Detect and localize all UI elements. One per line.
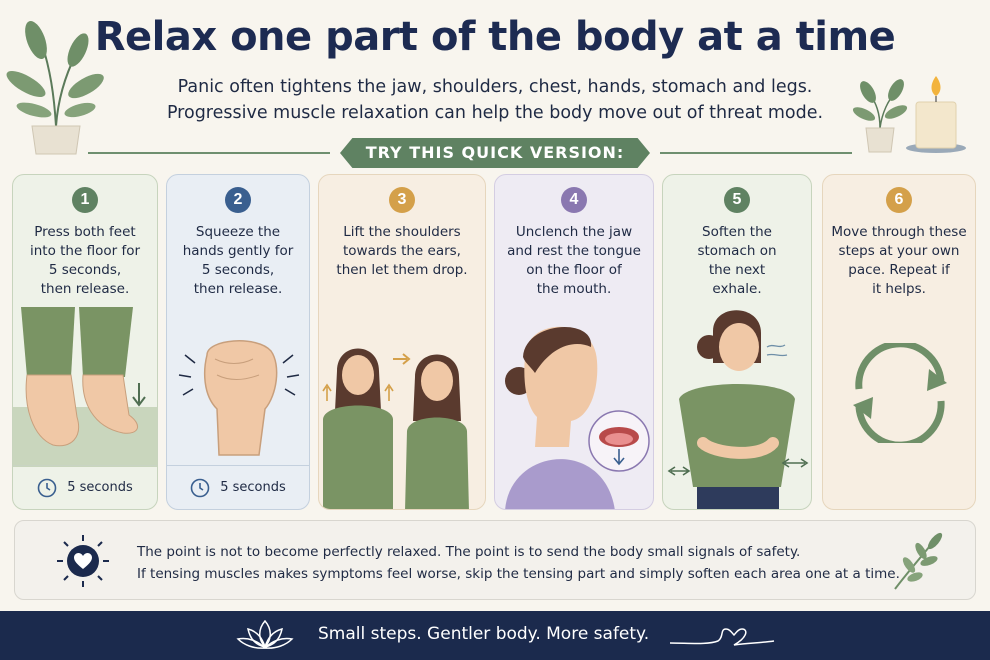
step-line: and rest the tongue: [507, 243, 641, 259]
step-number: 5: [724, 187, 750, 213]
step-line: Press both feet: [34, 224, 136, 240]
subtitle-line: Progressive muscle relaxation can help t…: [166, 103, 824, 123]
step-number: 2: [225, 187, 251, 213]
step-line: stomach on: [697, 243, 777, 259]
step-line: then let them drop.: [336, 262, 468, 278]
step-line: 5 seconds,: [201, 262, 275, 278]
feet-illustration: [13, 307, 157, 467]
step-line: 5 seconds,: [48, 262, 122, 278]
timer-row: 5 seconds: [167, 465, 309, 509]
subtitle: Panic often tightens the jaw, shoulders,…: [0, 74, 990, 126]
candle-icon: [852, 76, 966, 153]
step-line: it helps.: [872, 281, 926, 297]
section-banner: TRY THIS QUICK VERSION:: [340, 138, 650, 168]
timer-label: 5 seconds: [220, 480, 286, 495]
step-line: towards the ears,: [343, 243, 461, 259]
step-line: then release.: [193, 281, 283, 297]
step-line: pace. Repeat if: [848, 262, 950, 278]
heart-sun-icon: [57, 535, 109, 587]
step-line: exhale.: [712, 281, 762, 297]
step-text: Move through these steps at your own pac…: [831, 223, 967, 299]
note-text: The point is not to become perfectly rel…: [137, 541, 900, 585]
step-text: Lift the shoulders towards the ears, the…: [327, 223, 477, 280]
lotus-icon: [236, 619, 294, 649]
step-line: Unclench the jaw: [515, 224, 633, 240]
step-line: Move through these: [831, 224, 967, 240]
fist-illustration: [178, 340, 300, 456]
plant-icon: [6, 20, 104, 155]
jaw-illustration: [505, 326, 650, 509]
heart-line-icon: [669, 628, 775, 646]
note-line: The point is not to become perfectly rel…: [137, 544, 801, 560]
shoulders-illustration: [322, 348, 469, 509]
step-number: 3: [389, 187, 415, 213]
step-line: then release.: [40, 281, 130, 297]
step-text: Squeeze the hands gently for 5 seconds, …: [175, 223, 301, 299]
clock-icon: [190, 478, 210, 497]
step-line: Lift the shoulders: [343, 224, 461, 240]
footer-tagline: Small steps. Gentler body. More safety.: [318, 624, 650, 644]
step-line: the next: [708, 262, 766, 278]
page-title: Relax one part of the body at a time: [94, 14, 896, 60]
stomach-illustration: [667, 310, 809, 509]
step-line: steps at your own: [838, 243, 960, 259]
step-number: 6: [886, 187, 912, 213]
note-box: The point is not to become perfectly rel…: [14, 520, 976, 600]
timer-label: 5 seconds: [67, 480, 133, 495]
step-text: Press both feet into the floor for 5 sec…: [21, 223, 149, 299]
step-line: on the floor of: [526, 262, 622, 278]
step-card-2: 2 Squeeze the hands gently for 5 seconds…: [166, 174, 310, 510]
step-line: hands gently for: [182, 243, 294, 259]
step-card-1: 1 Press both feet into the floor for 5 s…: [12, 174, 158, 510]
step-line: Squeeze the: [195, 224, 281, 240]
step-number: 4: [561, 187, 587, 213]
banner-rule-left: [88, 152, 330, 154]
leaf-sprig-icon: [894, 532, 943, 590]
step-number: 1: [72, 187, 98, 213]
footer-bar: Small steps. Gentler body. More safety.: [0, 611, 990, 660]
step-card-6: 6 Move through these steps at your own p…: [822, 174, 976, 510]
step-text: Unclench the jaw and rest the tongue on …: [503, 223, 645, 299]
banner-rule-right: [660, 152, 852, 154]
step-card-5: 5 Soften the stomach on the next exhale.: [662, 174, 812, 510]
step-card-3: 3 Lift the shoulders towards the ears, t…: [318, 174, 486, 510]
cycle-arrows-icon: [853, 343, 947, 443]
step-line: Soften the: [702, 224, 772, 240]
subtitle-line: Panic often tightens the jaw, shoulders,…: [177, 77, 813, 97]
step-line: the mouth.: [536, 281, 612, 297]
step-line: into the floor for: [29, 243, 141, 259]
timer-row: 5 seconds: [13, 465, 157, 509]
step-text: Soften the stomach on the next exhale.: [671, 223, 803, 299]
clock-icon: [37, 478, 57, 497]
note-line: If tensing muscles makes symptoms feel w…: [137, 566, 900, 582]
step-card-4: 4 Unclench the jaw and rest the tongue o…: [494, 174, 654, 510]
